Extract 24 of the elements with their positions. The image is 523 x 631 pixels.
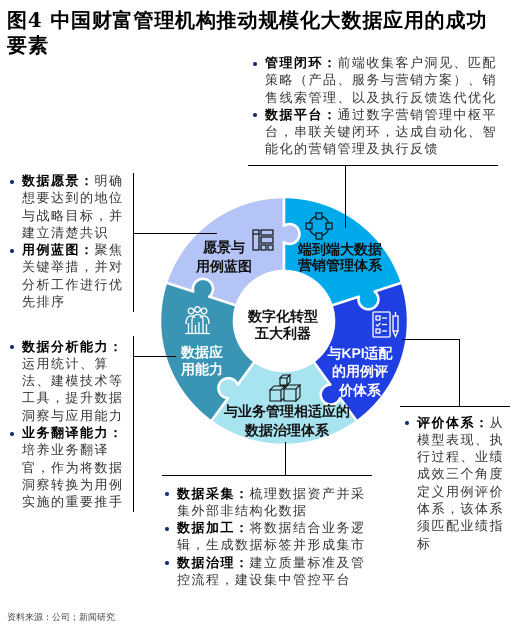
bullet-text: 数据愿景：明确想要达到的地位与战略目标，并建立清楚共识 — [22, 173, 124, 242]
bullet-text: 用例蓝图：聚焦关键举措，并对分析工作进行优先排序 — [22, 242, 124, 312]
bullet-text: 管理闭环：前端收集客户洞见、匹配策略（产品、服务与营销方案）、销售线索管理、以及执行反馈迭代优化 — [265, 55, 498, 107]
bullet-text: 数据加工：将数据结合业务逻辑，生成数据标签并形成集市 — [177, 520, 366, 555]
center-label: 数字化转型五大利器 — [247, 308, 319, 342]
leader-line — [285, 442, 286, 476]
bullet-text: 数据分析能力：运用统计、算法、建模技术等工具，提升数据洞察与应用能力 — [22, 338, 124, 425]
bullet-text: 数据采集：梳理数据资产并采集外部非结构化数据 — [177, 486, 366, 520]
leader-line — [133, 233, 218, 234]
segment-label: 数据应用能力 — [180, 344, 224, 378]
leader-line — [133, 356, 176, 357]
segment-label: 愿景与用例蓝图 — [196, 238, 253, 276]
bullet-text: 数据平台：通过数字营销管理中枢平台，串联关键闭环，达成自动化、智能化的营销管理及执行反馈 — [265, 106, 498, 159]
annotation-block — [248, 54, 498, 166]
bullet-text: 评价体系：从模型表现、执行过程、业绩成效三个角度定义用例评价体系，该体系须匹配业绩指标 — [417, 414, 505, 553]
bullet-text: 数据治理：建立质量标准及管控流程，建设集中管控平台 — [177, 554, 366, 590]
figure-title: 图4 中国财富管理机构推动规模化大数据应用的成功要素 — [7, 8, 488, 57]
segment-label: 与业务管理相适应的数据治理体系 — [223, 402, 351, 440]
source-note: 资料来源：公司；新闻研究 — [7, 612, 115, 624]
segment-label: 端到端大数据营销管理体系 — [298, 241, 383, 273]
bullet-text: 业务翻译能力：培养业务翻译官，作为将数据洞察转换为用例实施的重要推手 — [22, 424, 124, 512]
segment-label: 与KPI适配的用例评价体系 — [326, 344, 394, 400]
leader-line — [402, 339, 460, 407]
leader-line — [345, 165, 346, 228]
